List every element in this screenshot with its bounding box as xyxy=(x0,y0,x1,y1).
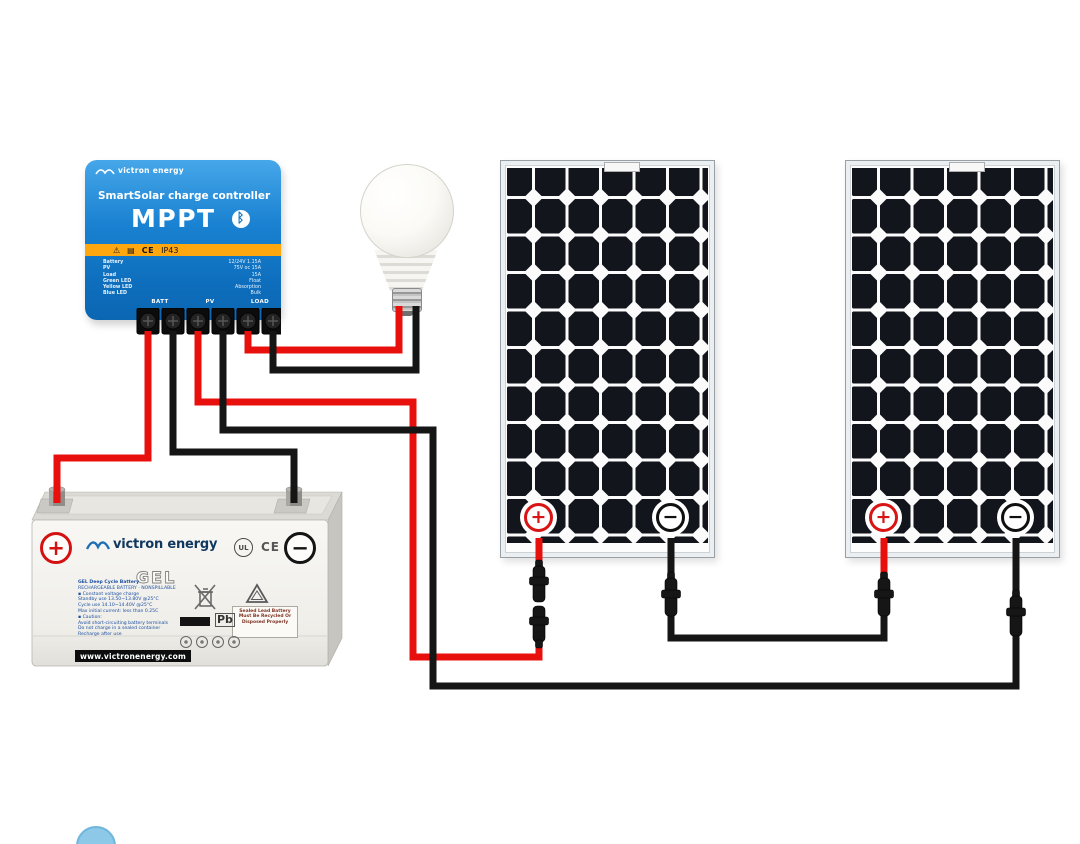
battery-spec-line: ▪ Caution: xyxy=(78,614,102,620)
spec-row: Battery 12/24V 1.15A xyxy=(103,260,261,265)
panel-frame-and-cells xyxy=(500,160,715,558)
spec-row: PV 75V oc 15A xyxy=(103,266,261,272)
terminal-blocks xyxy=(136,308,281,335)
certification-stripe: ⚠ ▤ CE IP43 xyxy=(85,244,281,256)
battery-spec-line: Max initial current: less than 0.25C xyxy=(78,608,159,614)
spec-row: Blue LED Bulk xyxy=(103,291,261,297)
terminal-label-pv: PV xyxy=(205,299,215,305)
battery-spec-line: GEL Deep Cycle Battery xyxy=(78,580,140,585)
battery-spec-line: Recharge after use xyxy=(78,632,122,638)
terminal-label-batt: BATT xyxy=(151,299,169,305)
barcode-bar xyxy=(180,617,210,626)
battery-negative-badge: − xyxy=(284,532,316,564)
battery-spec-line: ▪ Constant voltage charge xyxy=(78,591,140,597)
panel-frame-and-cells xyxy=(845,160,1060,558)
solar-panel-1: + − xyxy=(500,160,715,558)
battery-terminal-post-positive xyxy=(36,486,74,514)
mc4-connector xyxy=(529,605,549,649)
victron-bird-icon xyxy=(86,541,110,550)
battery-spec-line: RECHARGEABLE BATTERY · NONSPILLABLE xyxy=(78,585,176,591)
terminal-screw xyxy=(236,308,260,335)
ip-rating: IP43 xyxy=(161,245,179,255)
minus-sign: − xyxy=(662,506,679,528)
pb-mark: Pb xyxy=(215,613,235,627)
panel1-negative-terminal: − xyxy=(656,503,685,532)
spec-row: Load 15A xyxy=(103,272,261,278)
chat-widget-bubble[interactable] xyxy=(76,826,116,844)
mc4-connector xyxy=(661,571,681,617)
battery-website: www.victronenergy.com xyxy=(75,650,191,662)
bulb-base-tip xyxy=(399,311,413,316)
victron-logo-text: victron energy xyxy=(118,166,184,175)
controller-product-name: SmartSolar charge controller xyxy=(98,190,271,202)
battery-spec-line: Cycle use 14.10~14.40V @25°C xyxy=(78,603,153,609)
bluetooth-icon: ᛒ xyxy=(231,209,250,228)
battery-type-label: GEL xyxy=(136,568,177,588)
led-bulb xyxy=(358,164,454,316)
minus-sign: − xyxy=(1007,506,1024,528)
panel2-negative-terminal: − xyxy=(1001,503,1030,532)
controller-model: MPPT xyxy=(131,204,216,233)
wire-battery-positive xyxy=(53,331,152,503)
victron-bird-icon xyxy=(95,169,115,175)
controller-model-row: MPPT ᛒ xyxy=(131,204,250,233)
battery-brand-text: victron energy xyxy=(113,536,218,552)
battery-side-face xyxy=(327,491,343,667)
battery-positive-badge: + xyxy=(40,532,72,564)
charge-controller: victron energy SmartSolar charge control… xyxy=(85,160,281,335)
ce-mark-battery: CE xyxy=(261,540,281,554)
no-trash-icon xyxy=(194,584,216,610)
panel-label-sticker xyxy=(949,162,985,172)
battery-terminal-post-negative xyxy=(273,486,311,514)
terminal-screw xyxy=(136,308,160,335)
mc4-connector xyxy=(529,559,549,603)
wire-battery-negative xyxy=(169,331,298,503)
plus-sign: + xyxy=(530,506,547,528)
mc4-connector xyxy=(874,571,894,617)
manual-icon: ▤ xyxy=(127,245,135,255)
panel2-positive-terminal: + xyxy=(869,503,898,532)
victron-logo: victron energy xyxy=(95,166,184,175)
terminal-screw xyxy=(211,308,235,335)
battery-spec-line: Do not charge in a sealed container xyxy=(78,626,161,632)
ce-mark: CE xyxy=(141,245,155,255)
ul-mark: UL xyxy=(234,538,253,557)
cert-icons xyxy=(180,636,240,648)
controller-specs: Battery 12/24V 1.15A PV 75V oc 15A Load … xyxy=(103,260,261,298)
spec-row: Green LED Float xyxy=(103,278,261,284)
warning-icon: ⚠ xyxy=(113,245,121,255)
bulb-globe xyxy=(360,164,454,258)
recycle-note: Sealed Lead Battery Must Be Recycled Or … xyxy=(232,606,298,638)
gel-battery: + − victron energy UL CE GEL GEL Deep Cy… xyxy=(28,486,348,672)
plus-sign: + xyxy=(875,506,892,528)
battery-spec-line: Avoid short-circuiting battery terminals xyxy=(78,620,168,626)
panel-label-sticker xyxy=(604,162,640,172)
mc4-connector xyxy=(1006,589,1026,637)
panel1-positive-terminal: + xyxy=(524,503,553,532)
terminal-label-load: LOAD xyxy=(250,299,270,305)
spec-row: Yellow LED Absorption xyxy=(103,285,261,291)
terminal-screw xyxy=(261,308,281,335)
solar-panel-2: + − xyxy=(845,160,1060,558)
recycle-icon xyxy=(245,583,269,603)
wire-series-jumper xyxy=(667,610,888,642)
battery-brand: victron energy xyxy=(86,536,217,552)
terminal-screw xyxy=(161,308,185,335)
battery-spec-line: Standby use 13.50~13.80V @25°C xyxy=(78,597,159,603)
terminal-screw xyxy=(186,308,210,335)
bulb-screw-base xyxy=(392,288,422,312)
